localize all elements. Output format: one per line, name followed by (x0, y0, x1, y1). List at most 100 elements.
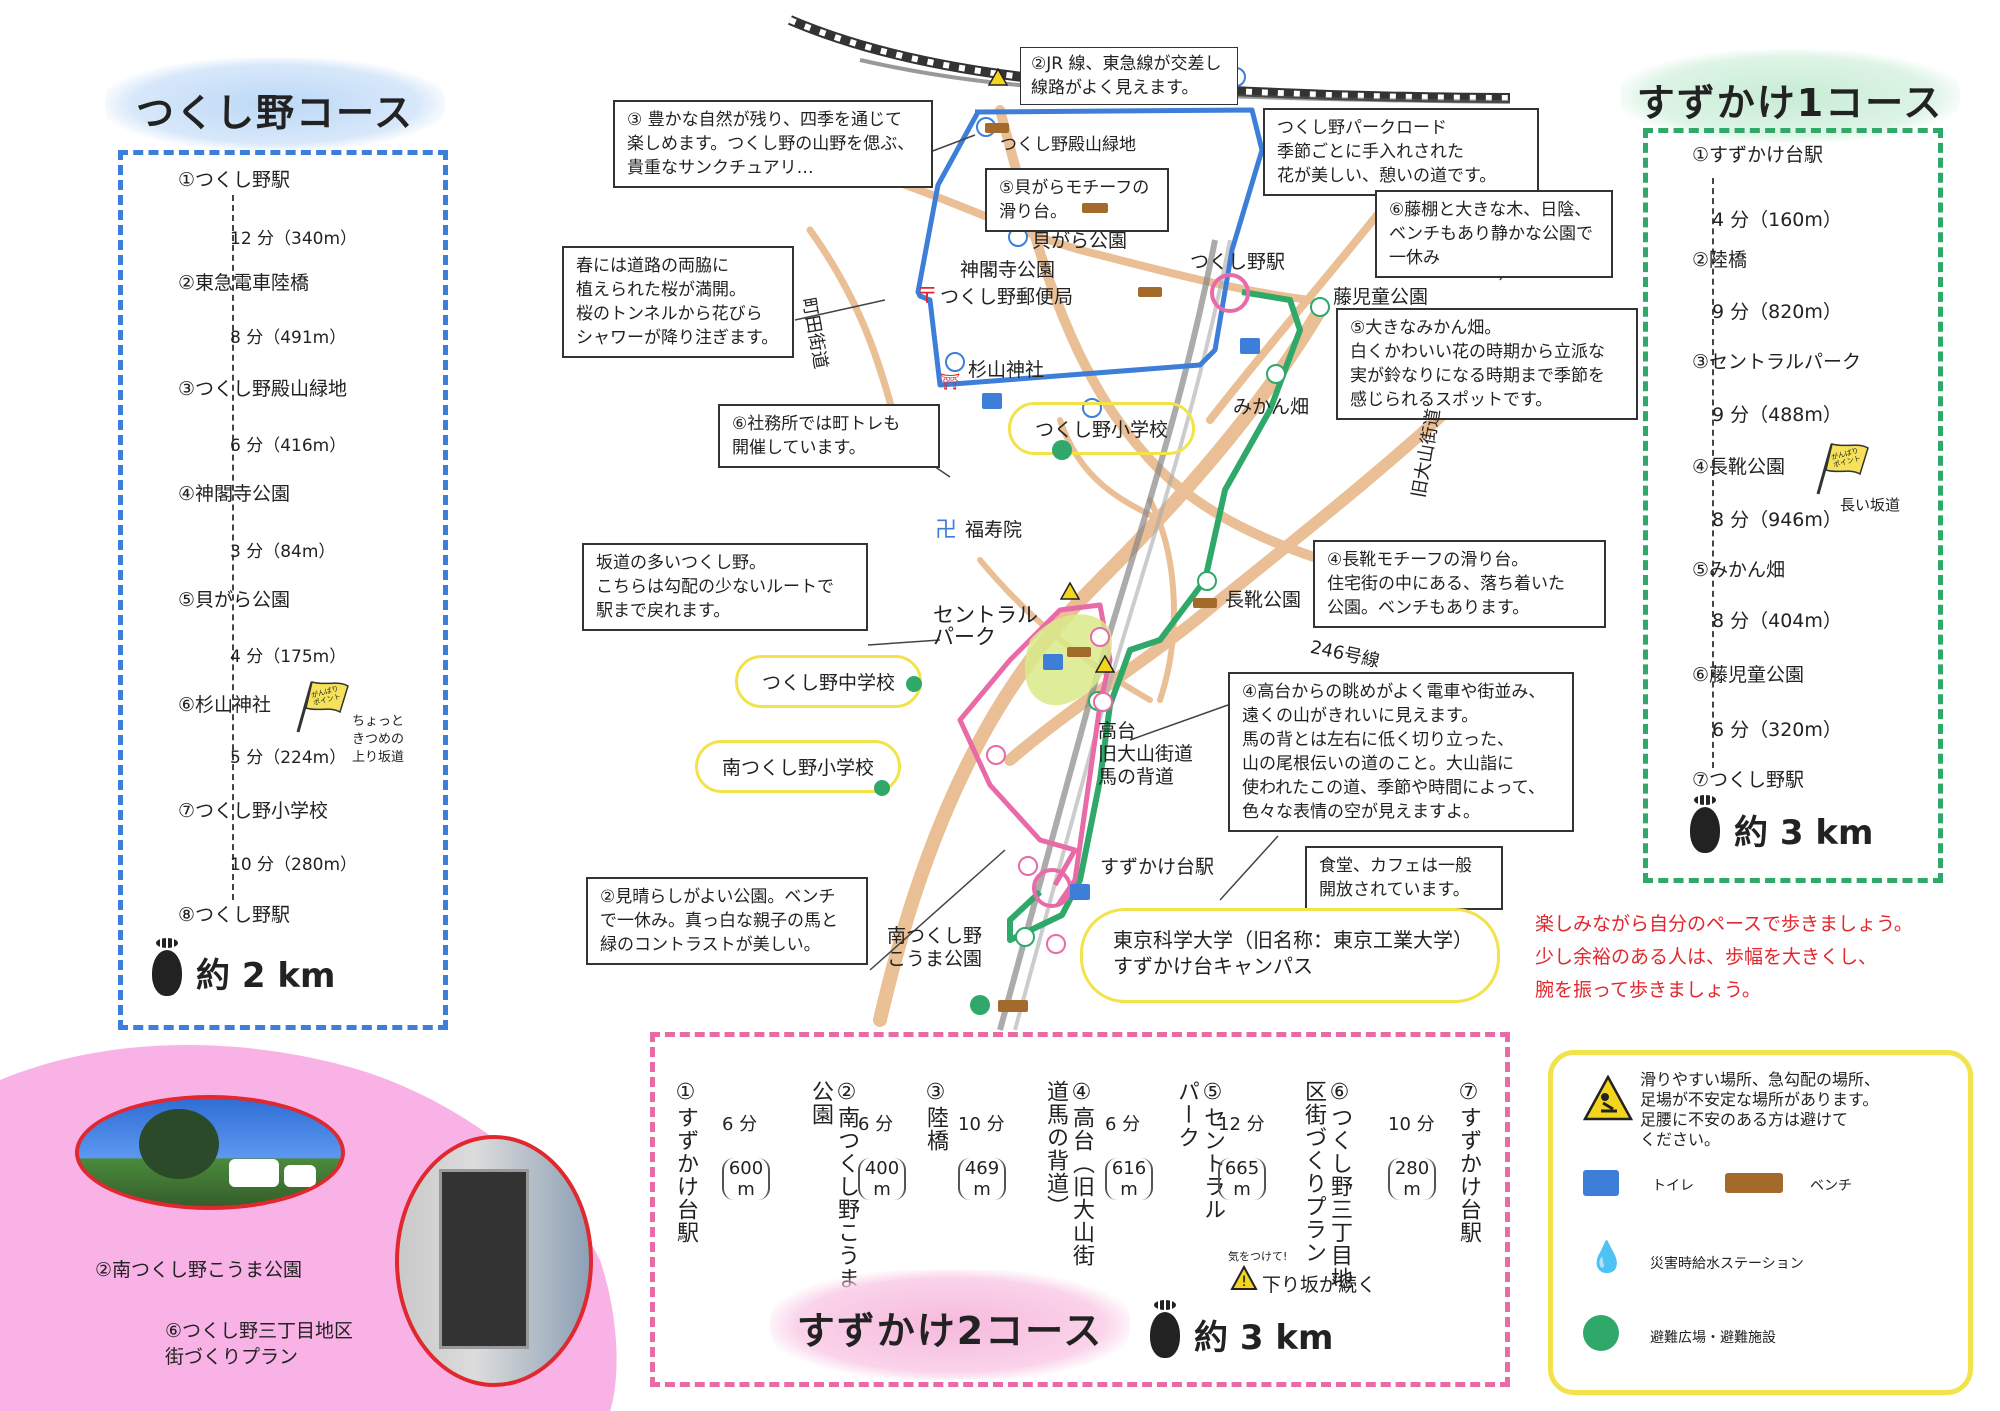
suzukake2-leg-1-dist: 600 m (722, 1158, 770, 1200)
suzukake1-stop-2: ②陸橋 (1692, 249, 1748, 271)
suzukake1-flag: がんばり ポイント (1810, 440, 1870, 496)
callout-sugiyama: ⑥社務所では町トレも 開催しています。 (718, 404, 940, 468)
shrine-icon: ⛩ (940, 372, 961, 391)
bench-icon (1138, 287, 1162, 297)
suzukake1-course-box (1643, 128, 1943, 883)
suzukake1-stop-6: ⑥藤児童公園 (1692, 664, 1805, 686)
suzukake2-leg-3-dist: 469 m (958, 1158, 1006, 1200)
suzukake2-stop-3: ③陸橋 (923, 1080, 948, 1152)
callout-kaigara: ⑤貝がらモチーフの 滑り台。 (985, 168, 1169, 232)
suzukake1-course-title: すずかけ1コース (1636, 81, 1944, 125)
legend-toilet-icon (1583, 1170, 1619, 1196)
legend-water-icon: 💧 (1588, 1240, 1626, 1275)
callout-slope-route: 坂道の多いつくし野。 こちらは勾配の少ないルートで 駅まで戻れます。 (582, 543, 868, 631)
suzukake1-leg-1: 4 分（160m） (1712, 209, 1842, 231)
label-nagagutsu: 長靴公園 (1225, 589, 1302, 611)
bench-icon (1193, 598, 1217, 608)
tsukushino-title-highlight (105, 58, 445, 150)
callout-tonoyama: ③ 豊かな自然が残り、四季を通じて 楽しめます。つくし野の山野を偲ぶ、 貴重なサ… (613, 100, 933, 188)
label-jhs: つくし野中学校 (735, 655, 923, 708)
bench-icon (998, 1000, 1028, 1012)
callout-takadai: ④高台からの眺めがよく電車や街並み、 遠くの山がきれいに見えます。 馬の背とは左… (1228, 672, 1574, 832)
suzukake1-stop-3: ③セントラルパーク (1692, 351, 1862, 373)
label-suzukake-station: すずかけ台駅 (1100, 856, 1215, 878)
toilet-icon (982, 393, 1002, 409)
suzukake2-leg-2-dist: 400 m (858, 1158, 906, 1200)
legend-bench-icon (1725, 1173, 1783, 1193)
legend-warning-text: 滑りやすい場所、急勾配の場所、 足場が不安定な場所があります。 足腰に不安のある… (1640, 1070, 1881, 1149)
tree-shape (139, 1109, 219, 1179)
suzukake1-leg-5: 8 分（404m） (1712, 610, 1842, 632)
tsukushino-leg-3: 6 分（416m） (230, 436, 347, 456)
footprint-icon (1690, 794, 1720, 853)
suzukake2-leg-4-dist: 616 m (1105, 1158, 1153, 1200)
tsukushino-station-circle (1210, 273, 1250, 313)
suzukake2-total-text: 約 3 km (1194, 1318, 1334, 1358)
tsukushino-stop-6: ⑥杉山神社 (178, 694, 272, 716)
suzukake2-leg-3-time: 10 分 (958, 1114, 1005, 1135)
suzukake1-total-text: 約 3 km (1734, 813, 1874, 853)
route-tsukushino (915, 107, 1265, 388)
bench-icon (1067, 647, 1091, 657)
horse-statue (284, 1165, 316, 1187)
suzukake2-stop-2: ②南つくし野こうま公園 (808, 1080, 859, 1290)
legend-box (1548, 1050, 1973, 1395)
tsukushino-leg-6: 5 分（224m） (230, 748, 347, 768)
suzukake2-leg-6-dist: 280 m (1388, 1158, 1436, 1200)
suzukake2-total: 約 3 km (1150, 1299, 1334, 1359)
label-elem-school: つくし野小学校 (1008, 402, 1196, 455)
warning-icon (1059, 581, 1081, 600)
legend-evac: 避難広場・避難施設 (1650, 1330, 1776, 1346)
svg-text:!: ! (1241, 1274, 1247, 1290)
callout-sakura: 春には道路の両脇に 植えられた桜が満開。 桜のトンネルから花びら シャワーが降り… (562, 246, 794, 358)
signboard (439, 1169, 529, 1349)
plan-caption: ⑥つくし野三丁目地区 街づくりプラン (165, 1320, 354, 1368)
tsukushino-leg-5: 4 分（175m） (230, 647, 347, 667)
caution-label: 気をつけて! (1228, 1250, 1288, 1263)
footprint-icon (152, 937, 182, 996)
horse-statue (229, 1159, 279, 1187)
suzukake1-title-highlight (1620, 50, 1960, 142)
toilet-icon (1043, 654, 1063, 670)
suzukake1-leg-3: 9 分（488m） (1712, 404, 1842, 426)
suzukake1-leg-6: 6 分（320m） (1712, 719, 1842, 741)
legend-warning-icon (1582, 1074, 1634, 1121)
label-south-elem: 南つくし野小学校 (695, 740, 902, 793)
evac-icon (906, 676, 922, 692)
tsukushino-flag: がんばり ポイント (290, 678, 350, 734)
post-office-icon: 〒 (916, 284, 939, 309)
suzukake2-title-highlight (770, 1270, 1130, 1380)
tsukushino-leg-4: 3 分（84m） (230, 542, 336, 562)
suzukake2-stop-6: ⑥つくし野三丁目地区街づくりプラン (1301, 1080, 1352, 1290)
suzukake1-timeline (1712, 178, 1714, 768)
flag-icon (296, 681, 349, 733)
tsukushino-stop-5: ⑤貝がら公園 (178, 589, 291, 611)
toilet-icon (1070, 884, 1090, 900)
warning-icon (987, 67, 1009, 86)
tsukushino-course-title: つくし野コース (135, 91, 415, 135)
label-fuji-park: 藤児童公園 (1333, 286, 1429, 308)
suzukake2-leg-6-time: 10 分 (1388, 1114, 1435, 1135)
tsukushino-timeline (232, 195, 234, 900)
footprint-icon (1150, 1299, 1180, 1358)
callout-fuji-park: ⑥藤棚と大きな木、日陰、 ベンチもあり静かな公園で 一休み (1375, 190, 1613, 278)
label-tonoyama: つくし野殿山緑地 (1000, 135, 1136, 155)
suzukake2-stop-7: ⑦すずかけ台駅 (1456, 1080, 1481, 1244)
tsukushino-stop-4: ④神閣寺公園 (178, 483, 291, 505)
evac-icon (874, 780, 890, 796)
suzukake1-total: 約 3 km (1690, 794, 1874, 854)
suzukake2-stop-5: ⑤セントラルパーク (1174, 1080, 1225, 1221)
label-mikan: みかん畑 (1233, 396, 1310, 418)
tsukushino-total-text: 約 2 km (196, 956, 336, 996)
tsukushino-stop-3: ③つくし野殿山緑地 (178, 378, 348, 400)
suzukake2-leg-2-time: 6 分 (858, 1114, 894, 1135)
tsukushino-leg-1: 12 分（340m） (230, 229, 358, 249)
label-central-park: セントラル パーク (933, 603, 1038, 649)
legend-evac-icon (1583, 1315, 1619, 1351)
tsukushino-stop-2: ②東急電車陸橋 (178, 272, 310, 294)
toilet-icon (1240, 338, 1260, 354)
warning-icon (1094, 654, 1116, 673)
tsukushino-stop-1: ①つくし野駅 (178, 169, 291, 191)
bench-icon (1082, 203, 1108, 213)
suzukake2-leg-1-time: 6 分 (722, 1114, 758, 1135)
